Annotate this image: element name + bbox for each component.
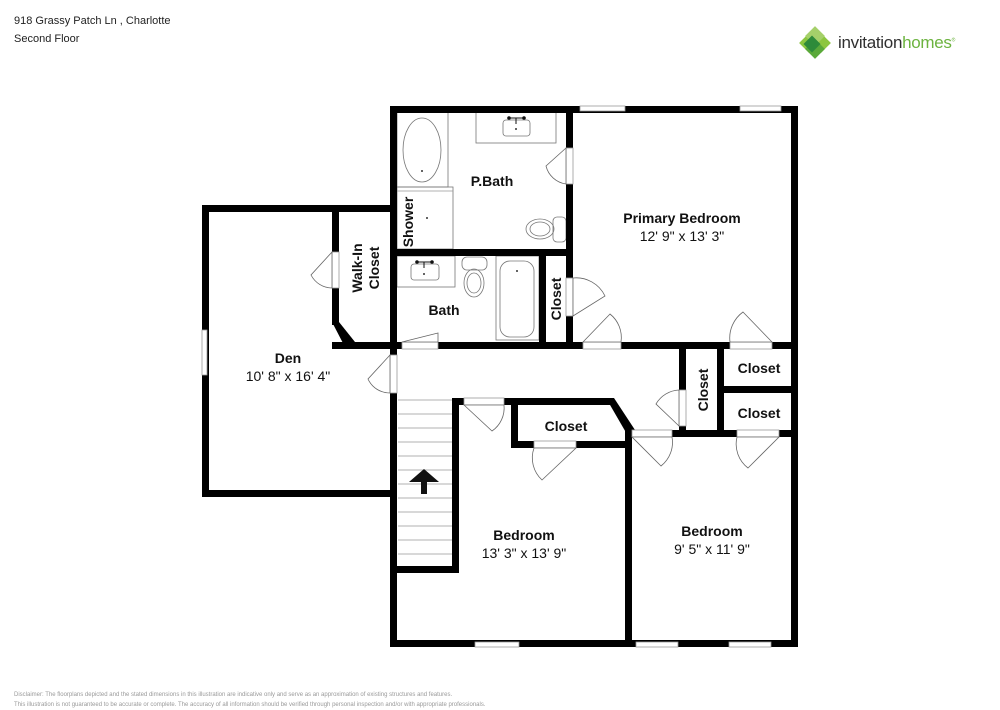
room-label-bedroom-1: Bedroom: [493, 527, 554, 543]
disclaimer-line-2: This illustration is not guaranteed to b…: [14, 702, 486, 708]
room-label-den: Den: [275, 350, 301, 366]
brand-logo: invitationhomes®: [798, 26, 955, 60]
room-label-closet-right-bottom: Closet: [738, 405, 781, 421]
room-label-bath-closet: Closet: [548, 277, 564, 320]
bathtub: [495, 255, 540, 341]
room-label-shower: Shower: [400, 196, 416, 247]
bathtub-oval-icon: [402, 117, 442, 183]
room-label-primary-bedroom: Primary Bedroom: [623, 210, 740, 226]
room-label-walkin-line1: Walk-In: [349, 243, 365, 292]
doors: [310, 147, 780, 481]
windows: [201, 105, 782, 648]
room-label-pbath: P.Bath: [471, 173, 514, 189]
toilet-icon: [525, 218, 555, 240]
room-dims-bedroom-2: 9' 5" x 11' 9": [674, 541, 750, 557]
room-label-bedroom-2: Bedroom: [681, 523, 742, 539]
room-label-hall-closet: Closet: [695, 368, 711, 411]
room-label-walkin-line2: Closet: [366, 246, 382, 289]
floor-label: Second Floor: [14, 33, 80, 45]
bathtub-surround: [396, 111, 449, 188]
brand-wordmark: invitationhomes®: [838, 33, 956, 52]
room-label-closet-right-top: Closet: [738, 360, 781, 376]
bathtub-icon: [499, 260, 535, 338]
room-dims-bedroom-1: 13' 3" x 13' 9": [482, 545, 567, 561]
disclaimer-line-1: Disclaimer: The floorplans depicted and …: [14, 692, 453, 698]
property-address: 918 Grassy Patch Ln , Charlotte: [14, 15, 171, 27]
room-dims-den: 10' 8" x 16' 4": [246, 368, 331, 384]
invitation-homes-logo-icon: [799, 26, 831, 59]
arrow-up-icon: [409, 469, 439, 494]
sink-icon: [410, 263, 440, 281]
bath-vanity: [396, 255, 456, 288]
disclaimer: Disclaimer: The floorplans depicted and …: [14, 690, 486, 710]
room-label-bath: Bath: [428, 302, 459, 318]
room-label-bedroom-closet: Closet: [545, 418, 588, 434]
toilet-icon: [463, 268, 485, 298]
vanity: [475, 111, 557, 144]
toilet-tank: [461, 256, 488, 271]
room-dims-primary-bedroom: 12' 9" x 13' 3": [640, 228, 725, 244]
toilet-tank: [552, 216, 567, 243]
